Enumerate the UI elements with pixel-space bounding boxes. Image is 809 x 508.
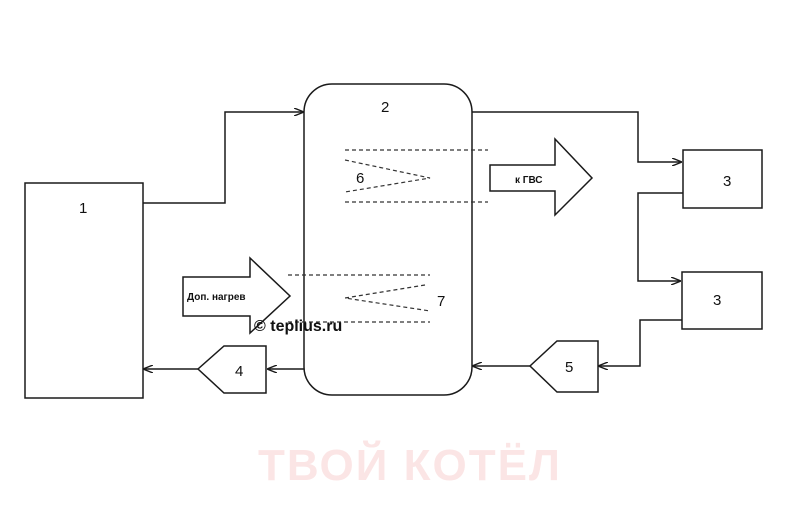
pump-right-label: 5 — [565, 359, 573, 376]
return-to-pump-right-line — [599, 319, 682, 366]
extra-heating-arrow — [182, 256, 292, 335]
boiler-box — [24, 182, 144, 399]
extra-heating-arrow-label: Доп. нагрев — [187, 292, 246, 303]
coil-bottom-label: 7 — [437, 293, 445, 310]
pump-left-label: 4 — [235, 363, 243, 380]
coil-top-zigzag — [344, 159, 431, 193]
consumer-bottom-label: 3 — [713, 292, 721, 309]
supply-to-consumer-top-line — [472, 111, 681, 162]
site-watermark: © teplius.ru — [254, 318, 342, 335]
hot-water-arrow — [489, 137, 594, 217]
tank-label: 2 — [381, 99, 389, 116]
consumer-top-box — [682, 149, 763, 209]
pump-left — [196, 345, 267, 394]
brand-watermark: ТВОЙ КОТЁЛ — [258, 439, 562, 490]
consumer-top-label: 3 — [723, 173, 731, 190]
pump-right — [528, 340, 599, 393]
coil-top-label: 6 — [356, 170, 364, 187]
consumer-bottom-box — [681, 271, 763, 330]
consumer-link-line — [637, 192, 683, 281]
storage-tank — [303, 83, 473, 396]
supply-to-tank-line — [143, 112, 303, 204]
hot-water-arrow-label: к ГВС — [515, 175, 543, 186]
boiler-label: 1 — [79, 200, 87, 217]
